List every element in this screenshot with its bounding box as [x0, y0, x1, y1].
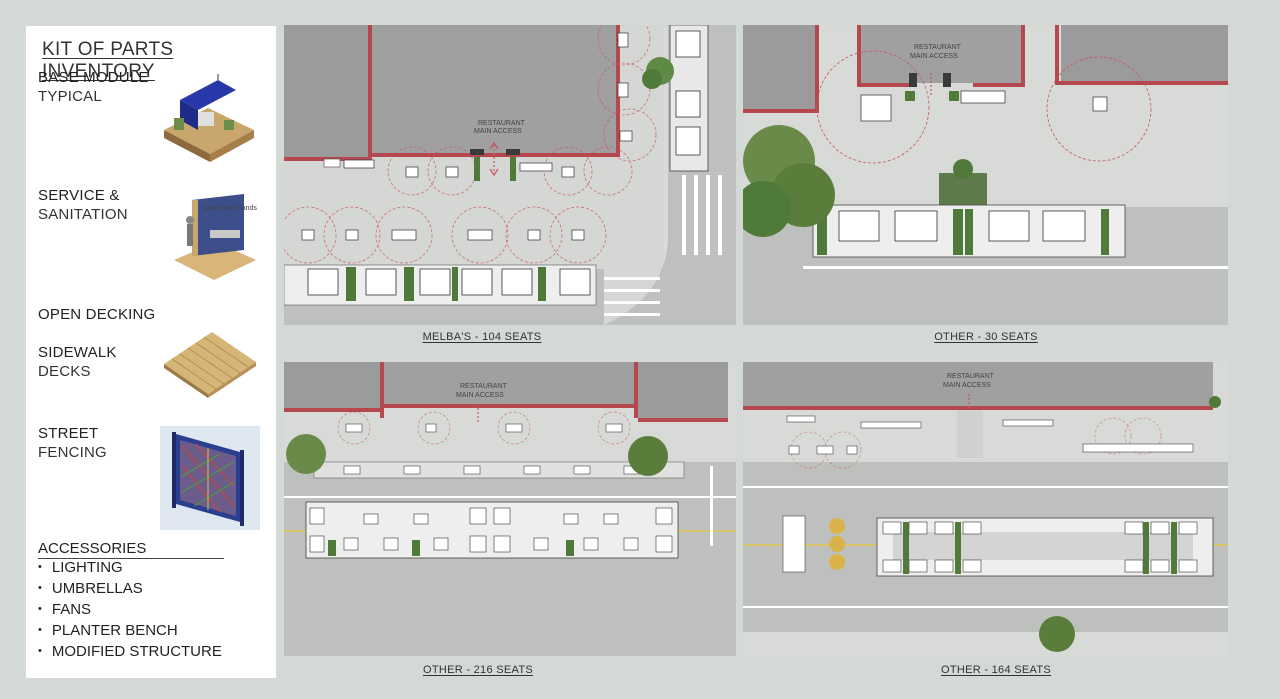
caption-melbas: MELBA'S - 104 SEATS: [422, 331, 542, 343]
accessory-item: FANS: [38, 600, 222, 621]
accessories-list: LIGHTING UMBRELLAS FANS PLANTER BENCH MO…: [38, 558, 222, 663]
plan-other-30: RESTAURANT MAIN ACCESS: [743, 25, 1228, 325]
restaurant-label-line1-c: RESTAURANT: [460, 383, 508, 390]
caption-other-216: OTHER - 216 SEATS: [422, 664, 534, 676]
accessory-item: LIGHTING: [38, 558, 222, 579]
restaurant-label-line2-b: MAIN ACCESS: [910, 53, 958, 60]
restaurant-label-line1: RESTAURANT: [478, 120, 526, 127]
restaurant-label-line1-b: RESTAURANT: [914, 44, 962, 51]
plan-other-216: RESTAURANT MAIN ACCESS: [284, 362, 736, 656]
base-module-illustration: [158, 72, 260, 171]
service-title: SERVICE &: [38, 187, 120, 204]
base-module-subtitle: TYPICAL: [38, 88, 102, 105]
sidewalk-subtitle: DECKS: [38, 363, 91, 380]
decking-illustration: [162, 328, 258, 405]
inventory-title: KIT OF PARTS INVENTORY: [42, 39, 174, 82]
restaurant-label-line2-d: MAIN ACCESS: [943, 382, 991, 389]
base-module-label: BASE MODULE TYPICAL: [38, 68, 149, 106]
street-fencing-label: STREET FENCING: [38, 424, 107, 462]
base-module-title: BASE MODULE: [38, 69, 149, 86]
service-sanitation-illustration: wash your hands: [170, 190, 260, 289]
plan-other-164: RESTAURANT MAIN ACCESS: [743, 362, 1228, 656]
accessories-heading: ACCESSORIES: [38, 540, 224, 559]
plan-melbas: RESTAURANT MAIN ACCESS: [284, 25, 736, 325]
svg-text:wash your hands: wash your hands: [203, 205, 257, 212]
restaurant-label-line2: MAIN ACCESS: [474, 128, 522, 135]
caption-other-30: OTHER - 30 SEATS: [934, 331, 1038, 343]
street-subtitle: FENCING: [38, 444, 107, 461]
caption-other-164: OTHER - 164 SEATS: [940, 664, 1052, 676]
restaurant-label-line1-d: RESTAURANT: [947, 373, 995, 380]
street-title: STREET: [38, 425, 99, 442]
accessory-item: UMBRELLAS: [38, 579, 222, 600]
sidewalk-decks-label: SIDEWALK DECKS: [38, 343, 117, 381]
service-subtitle: SANITATION: [38, 206, 128, 223]
accessory-item: PLANTER BENCH: [38, 621, 222, 642]
service-sanitation-label: SERVICE & SANITATION: [38, 186, 128, 224]
street-fencing-illustration: [160, 426, 260, 535]
restaurant-label-line2-c: MAIN ACCESS: [456, 392, 504, 399]
kit-of-parts-panel: KIT OF PARTS INVENTORY BASE MODULE TYPIC…: [26, 26, 276, 678]
sidewalk-title: SIDEWALK: [38, 344, 117, 361]
open-decking-label: OPEN DECKING: [38, 306, 156, 323]
accessory-item: MODIFIED STRUCTURE: [38, 642, 222, 663]
